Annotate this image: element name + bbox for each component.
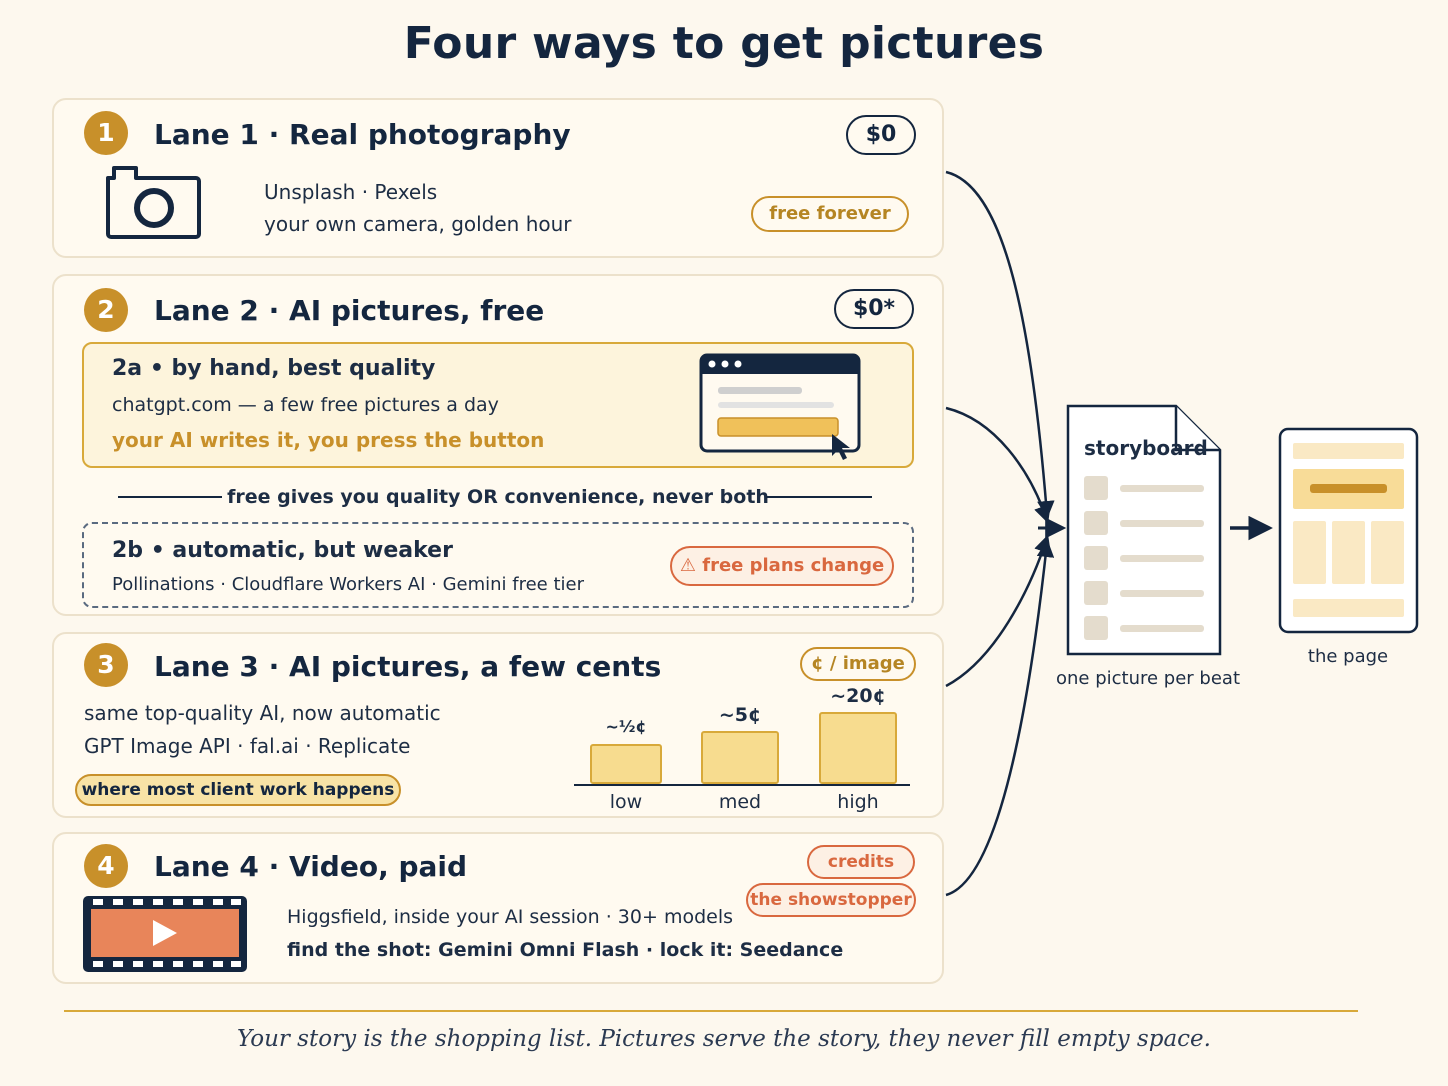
footer-quote: Your story is the shopping list. Picture… bbox=[237, 1026, 1211, 1052]
lane3-number: 3 bbox=[84, 643, 128, 687]
lane2a-title: 2a • by hand, best quality bbox=[112, 356, 436, 381]
lane3-description: same top-quality AI, now automatic bbox=[84, 701, 441, 725]
lane2a-box: 2a • by hand, best quality chatgpt.com —… bbox=[82, 342, 914, 468]
lane1-free-forever-badge: free forever bbox=[751, 196, 909, 232]
lane2b-warning-badge: ⚠ free plans change bbox=[670, 546, 894, 586]
lane4-number: 4 bbox=[84, 844, 128, 888]
divider-left bbox=[118, 496, 222, 498]
chart-value-label-low: ~½¢ bbox=[605, 717, 647, 736]
lane3-title: Lane 3 · AI pictures, a few cents bbox=[154, 650, 662, 683]
storyboard-title: storyboard bbox=[1084, 436, 1208, 460]
browser-window-icon bbox=[699, 353, 861, 460]
storyboard-caption: one picture per beat bbox=[1055, 668, 1241, 689]
lane1-camera-note: your own camera, golden hour bbox=[264, 212, 572, 236]
lane1-sources: Unsplash · Pexels bbox=[264, 180, 438, 204]
lane2a-description: chatgpt.com — a few free pictures a day bbox=[112, 394, 499, 416]
divider-right bbox=[766, 496, 872, 498]
lane2-title: Lane 2 · AI pictures, free bbox=[154, 294, 545, 327]
chart-bar-low bbox=[590, 744, 662, 784]
lane3-highlight-badge: where most client work happens bbox=[75, 774, 401, 806]
lane4-description: Higgsfield, inside your AI session · 30+… bbox=[287, 906, 733, 928]
document-icon bbox=[1066, 404, 1222, 656]
page-title: Four ways to get pictures bbox=[403, 18, 1045, 69]
chart-category-high: high bbox=[837, 791, 879, 813]
lane1-number: 1 bbox=[84, 111, 128, 155]
lane2b-box: 2b • automatic, but weaker Pollinations … bbox=[82, 522, 914, 608]
lane1-title: Lane 1 · Real photography bbox=[154, 118, 571, 151]
lane1-price: $0 bbox=[846, 115, 916, 155]
chart-value-label-med: ~5¢ bbox=[718, 704, 762, 726]
lane2-number: 2 bbox=[84, 288, 128, 332]
lane2-card: 2 Lane 2 · AI pictures, free $0* 2a • by… bbox=[52, 274, 944, 616]
lane4-showstopper-badge: the showstopper bbox=[746, 883, 916, 917]
connector-lane1 bbox=[945, 170, 1055, 519]
lane2-price: $0* bbox=[834, 289, 914, 329]
footer-rule bbox=[64, 1010, 1358, 1012]
lane2-divider-text: free gives you quality OR convenience, n… bbox=[227, 486, 769, 508]
lane3-card: 3 Lane 3 · AI pictures, a few cents ¢ / … bbox=[52, 632, 944, 818]
lane2b-title: 2b • automatic, but weaker bbox=[112, 538, 453, 563]
lane3-price-tag: ¢ / image bbox=[800, 647, 916, 681]
lane4-credits-badge: credits bbox=[807, 845, 915, 879]
film-strip-icon bbox=[83, 896, 247, 972]
chart-category-med: med bbox=[718, 791, 762, 813]
lane2b-providers: Pollinations · Cloudflare Workers AI · G… bbox=[112, 574, 585, 595]
lane2a-tip: your AI writes it, you press the button bbox=[112, 428, 545, 452]
chart-category-low: low bbox=[609, 791, 643, 813]
lane4-title: Lane 4 · Video, paid bbox=[154, 850, 468, 883]
lane3-providers: GPT Image API · fal.ai · Replicate bbox=[84, 734, 411, 758]
connector-lane4 bbox=[945, 539, 1055, 897]
chart-bar-med bbox=[701, 731, 779, 784]
page-caption: the page bbox=[1307, 646, 1389, 667]
chart-bar-high bbox=[819, 712, 897, 784]
lane4-card: 4 Lane 4 · Video, paid credits the shows… bbox=[52, 832, 944, 984]
lane4-workflow: find the shot: Gemini Omni Flash · lock … bbox=[287, 939, 844, 961]
chart-baseline bbox=[574, 784, 910, 786]
camera-icon bbox=[106, 166, 201, 239]
chart-value-label-high: ~20¢ bbox=[830, 685, 886, 707]
lane1-card: 1 Lane 1 · Real photography $0 Unsplash … bbox=[52, 98, 944, 258]
page-layout-icon bbox=[1278, 427, 1419, 634]
connector-lane2 bbox=[945, 406, 1051, 524]
